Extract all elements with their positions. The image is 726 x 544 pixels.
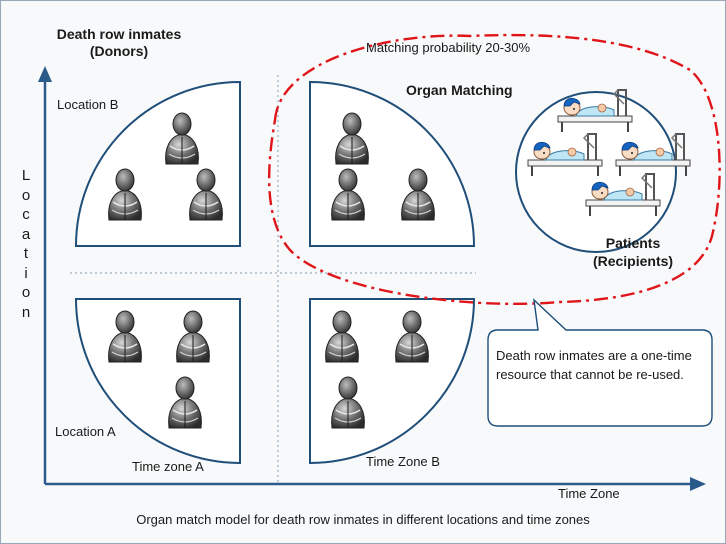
location-b-label: Location B [57, 97, 119, 112]
callout-text: Death row inmates are a one-time resourc… [496, 348, 692, 382]
donors-title: Death row inmates (Donors) [38, 26, 200, 60]
quadrant-location-b-time-b [309, 80, 476, 247]
recipients-circle [515, 91, 677, 253]
time-zone-a-label: Time zone A [132, 459, 204, 474]
y-axis-letter: n [21, 303, 31, 321]
y-axis-letter: i [24, 264, 28, 282]
x-axis-label: Time Zone [558, 486, 620, 501]
y-axis-label: L o c a t i o n [18, 166, 34, 322]
patients-label: Patients (Recipients) [585, 234, 681, 270]
organ-matching-label: Organ Matching [406, 82, 513, 98]
matching-boundary-dashed [267, 33, 721, 306]
y-axis-arrowhead [38, 66, 52, 82]
location-a-label: Location A [55, 424, 116, 439]
axes [38, 66, 706, 491]
x-axis-arrowhead [690, 477, 706, 491]
y-axis-letter: o [21, 284, 31, 301]
patients-label-line-1: Patients [605, 235, 661, 251]
figure-caption: Organ match model for death row inmates … [136, 512, 590, 527]
donors-title-line-2: (Donors) [89, 43, 149, 59]
time-zone-b-label: Time Zone B [366, 454, 440, 469]
y-axis-letter: L [21, 167, 31, 184]
donors-title-line-1: Death row inmates [56, 26, 182, 42]
y-axis-letter: o [21, 186, 31, 204]
patients-label-line-2: (Recipients) [592, 253, 674, 269]
matching-probability-label: Matching probability 20-30% [366, 40, 531, 55]
callout-box [487, 298, 713, 427]
y-axis-letter: a [21, 225, 31, 243]
y-axis-letter: t [23, 245, 29, 262]
y-axis-letter: c [22, 206, 30, 223]
